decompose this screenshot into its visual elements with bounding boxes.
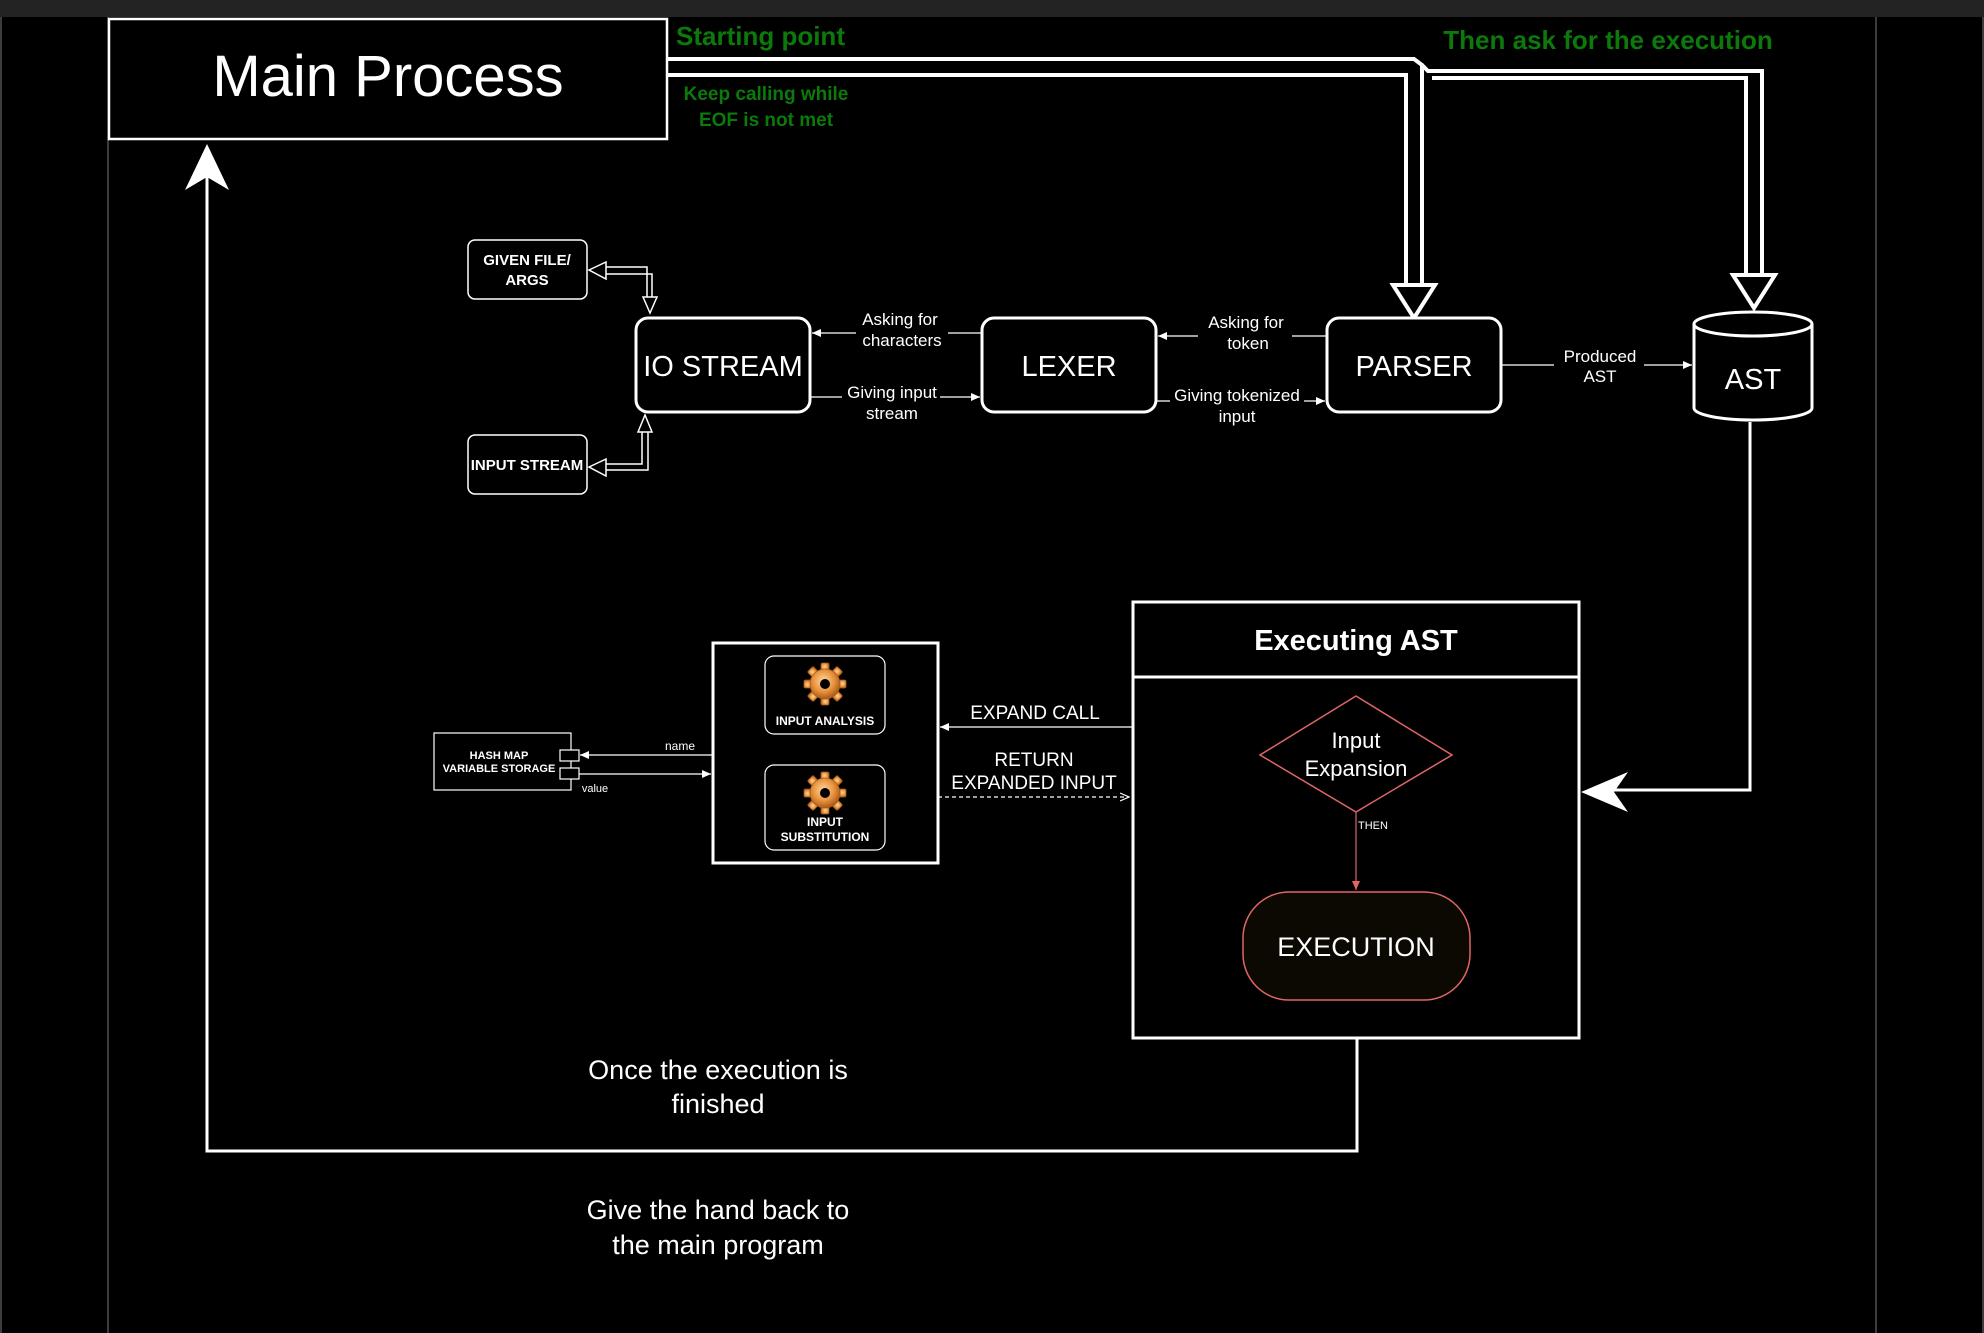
lexer-box: LEXER	[980, 316, 1158, 414]
giving-stream-label-line1: Giving input	[847, 383, 937, 402]
hash-map-edges	[579, 751, 713, 778]
input-substitution-label-line1: INPUT	[807, 815, 844, 829]
input-stream-label: INPUT STREAM	[471, 457, 584, 474]
giving-tokenized-label-line2: input	[1219, 407, 1256, 426]
io-stream-box: IO STREAM	[634, 316, 812, 414]
gear-icon	[803, 771, 847, 815]
name-label: name	[665, 739, 695, 753]
asking-token-label-line1: Asking for	[1208, 313, 1284, 332]
parser-box: PARSER	[1325, 316, 1503, 414]
executing-ast-container: Executing AST Input Expansion THEN EXECU…	[1131, 600, 1581, 1040]
main-to-parser-arrow	[667, 57, 1439, 322]
input-substitution-label-line2: SUBSTITUTION	[781, 830, 870, 844]
asking-chars-label-line1: Asking for	[862, 310, 938, 329]
then-label: THEN	[1358, 820, 1388, 832]
give-back-label-line1: Give the hand back to	[587, 1195, 850, 1225]
execution-terminal	[1242, 891, 1471, 1001]
return-expanded-label-line2: EXPANDED INPUT	[951, 773, 1117, 794]
ast-to-execution-arrow	[1581, 422, 1752, 812]
parser-label: PARSER	[1355, 351, 1472, 383]
diagram-canvas: Main Process Starting point Keep calling…	[0, 17, 1984, 1333]
input-stream-box: INPUT STREAM	[467, 434, 588, 495]
expand-call-label: EXPAND CALL	[970, 703, 1100, 724]
keep-calling-label-line1: Keep calling while	[684, 84, 849, 105]
io-stream-label: IO STREAM	[643, 351, 803, 383]
produced-ast-label-line2: AST	[1583, 367, 1616, 386]
main-process-label: Main Process	[212, 44, 563, 109]
main-process-box: Main Process	[107, 17, 669, 141]
return-to-main-arrow	[185, 144, 1359, 1153]
given-file-args-label-line1: GIVEN FILE/	[483, 252, 571, 269]
hash-map-box: HASH MAP VARIABLE STORAGE	[433, 732, 580, 791]
starting-point-label: Starting point	[676, 21, 845, 51]
asking-token-label-line2: token	[1227, 334, 1269, 353]
given-file-args-label-line2: ARGS	[505, 272, 548, 289]
produced-ast-label-line1: Produced	[1564, 347, 1637, 366]
give-back-label-line2: the main program	[612, 1230, 824, 1260]
giving-stream-label-line2: stream	[866, 404, 918, 423]
execution-label: EXECUTION	[1277, 932, 1435, 962]
once-finished-label-line1: Once the execution is	[588, 1055, 848, 1085]
once-finished-label-line2: finished	[671, 1089, 764, 1119]
main-to-ast-arrow	[1420, 63, 1779, 312]
giving-tokenized-label-line1: Giving tokenized	[1174, 386, 1300, 405]
input-expansion-label-line1: Input	[1332, 728, 1381, 753]
executing-ast-title: Executing AST	[1254, 625, 1458, 657]
gear-icon	[803, 662, 847, 706]
given-file-args-box: GIVEN FILE/ ARGS	[467, 239, 588, 300]
hash-map-label-line1: HASH MAP	[470, 750, 529, 762]
asking-chars-label-line2: characters	[862, 331, 941, 350]
page-borders	[0, 17, 1984, 1333]
hash-map-label-line2: VARIABLE STORAGE	[443, 763, 556, 775]
lexer-label: LEXER	[1021, 351, 1116, 383]
input-expansion-label-line2: Expansion	[1305, 756, 1408, 781]
value-label: value	[582, 783, 608, 795]
keep-calling-label-line2: EOF is not met	[699, 110, 834, 131]
ast-cylinder: AST	[1692, 310, 1814, 422]
input-stream-to-io-arrow	[587, 413, 654, 478]
file-args-to-io-arrow	[587, 260, 659, 315]
expansion-module-box: INPUT ANALYSIS INPUT SUBSTITUTION	[711, 641, 940, 865]
return-expanded-label-line1: RETURN	[994, 750, 1073, 771]
window-top-bar	[0, 0, 1984, 17]
ast-label: AST	[1725, 364, 1782, 396]
input-analysis-label: INPUT ANALYSIS	[776, 714, 874, 728]
ask-execution-label: Then ask for the execution	[1443, 25, 1772, 55]
